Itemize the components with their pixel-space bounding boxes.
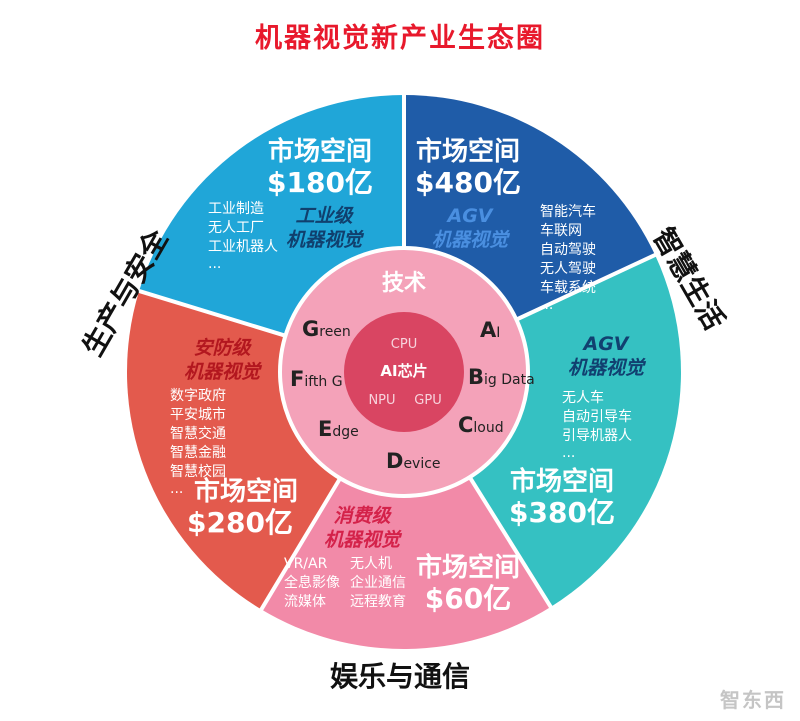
security-item: 智慧交通 <box>170 425 226 442</box>
consumer-market-label: 市场空间 <box>416 552 520 583</box>
security-category-line1: 安防级 <box>193 337 252 359</box>
industrial-item: 工业机器人 <box>208 239 278 255</box>
consumer-item: VR/AR <box>284 556 328 572</box>
industrial-category-line1: 工业级 <box>295 205 354 227</box>
security-item: ... <box>170 481 183 497</box>
agv-top-item: 车载系统 <box>540 279 596 296</box>
industrial-item: 无人工厂 <box>208 220 264 236</box>
page-title: 机器视觉新产业生态圈 <box>255 23 545 54</box>
chip-cpu-label: CPU <box>391 337 417 352</box>
agv-right-category-line1: AGV <box>581 333 629 355</box>
industrial-item: 工业制造 <box>208 201 264 217</box>
consumer-item: 流媒体 <box>284 594 326 610</box>
agv-top-item: 智能汽车 <box>540 203 596 220</box>
security-item: 智慧校园 <box>170 463 226 480</box>
security-item: 平安城市 <box>170 406 226 423</box>
ai-chip-core <box>344 312 464 432</box>
industrial-category-line2: 机器视觉 <box>286 229 365 251</box>
agv-right-item: 自动引导车 <box>562 408 632 425</box>
consumer-category-line1: 消费级 <box>333 505 392 527</box>
agv-right-category-line2: 机器视觉 <box>568 357 647 379</box>
agv-right-item: 引导机器人 <box>562 428 632 444</box>
tech-keyword-edge: Edge <box>318 417 359 441</box>
tech-keyword-ai: AI <box>480 318 500 342</box>
industrial-market-value: $180亿 <box>267 166 373 199</box>
industrial-market-label: 市场空间 <box>268 136 372 167</box>
consumer-item: 企业通信 <box>350 574 406 591</box>
security-item: 智慧金融 <box>170 445 226 461</box>
consumer-item: 全息影像 <box>284 574 340 591</box>
consumer-item: 无人机 <box>350 556 392 572</box>
agv-top-market-label: 市场空间 <box>416 136 520 167</box>
agv-right-item: ... <box>562 445 575 461</box>
agv-top-market-value: $480亿 <box>415 166 521 199</box>
security-item: 数字政府 <box>170 388 226 404</box>
agv-top-item: 车联网 <box>540 222 582 239</box>
agv-right-market-value: $380亿 <box>509 496 615 529</box>
tech-keyword-big-data: Big Data <box>468 365 535 389</box>
consumer-category-line2: 机器视觉 <box>324 529 403 551</box>
segment-consumer-wedge <box>261 372 551 649</box>
agv-right-item: 无人车 <box>562 389 604 406</box>
chip-center-label: AI芯片 <box>380 362 427 380</box>
tech-keyword-device: Device <box>386 449 441 473</box>
agv-top-category-line2: 机器视觉 <box>432 229 511 251</box>
tech-keyword-fifth-g: Fifth G <box>290 367 343 391</box>
consumer-item: 远程教育 <box>350 594 406 610</box>
agv-top-item: ... <box>540 297 553 313</box>
chip-gpu-label: GPU <box>414 393 441 408</box>
consumer-market-value: $60亿 <box>425 582 511 615</box>
agv-top-category-line1: AGV <box>445 205 493 227</box>
tech-keyword-cloud: Cloud <box>458 413 504 437</box>
side-label-bottom: 娱乐与通信 <box>330 660 471 693</box>
agv-top-item: 自动驾驶 <box>540 242 596 258</box>
chip-npu-label: NPU <box>368 393 395 408</box>
security-market-label: 市场空间 <box>194 476 298 507</box>
security-category-line2: 机器视觉 <box>184 361 263 383</box>
security-market-value: $280亿 <box>187 506 293 539</box>
tech-label: 技术 <box>382 271 426 296</box>
agv-top-item: 无人驾驶 <box>540 261 596 277</box>
agv-right-market-label: 市场空间 <box>510 466 614 497</box>
watermark-logo: 智东西 <box>720 688 786 712</box>
tech-keyword-green: Green <box>302 317 351 341</box>
industrial-item: ... <box>208 256 221 272</box>
